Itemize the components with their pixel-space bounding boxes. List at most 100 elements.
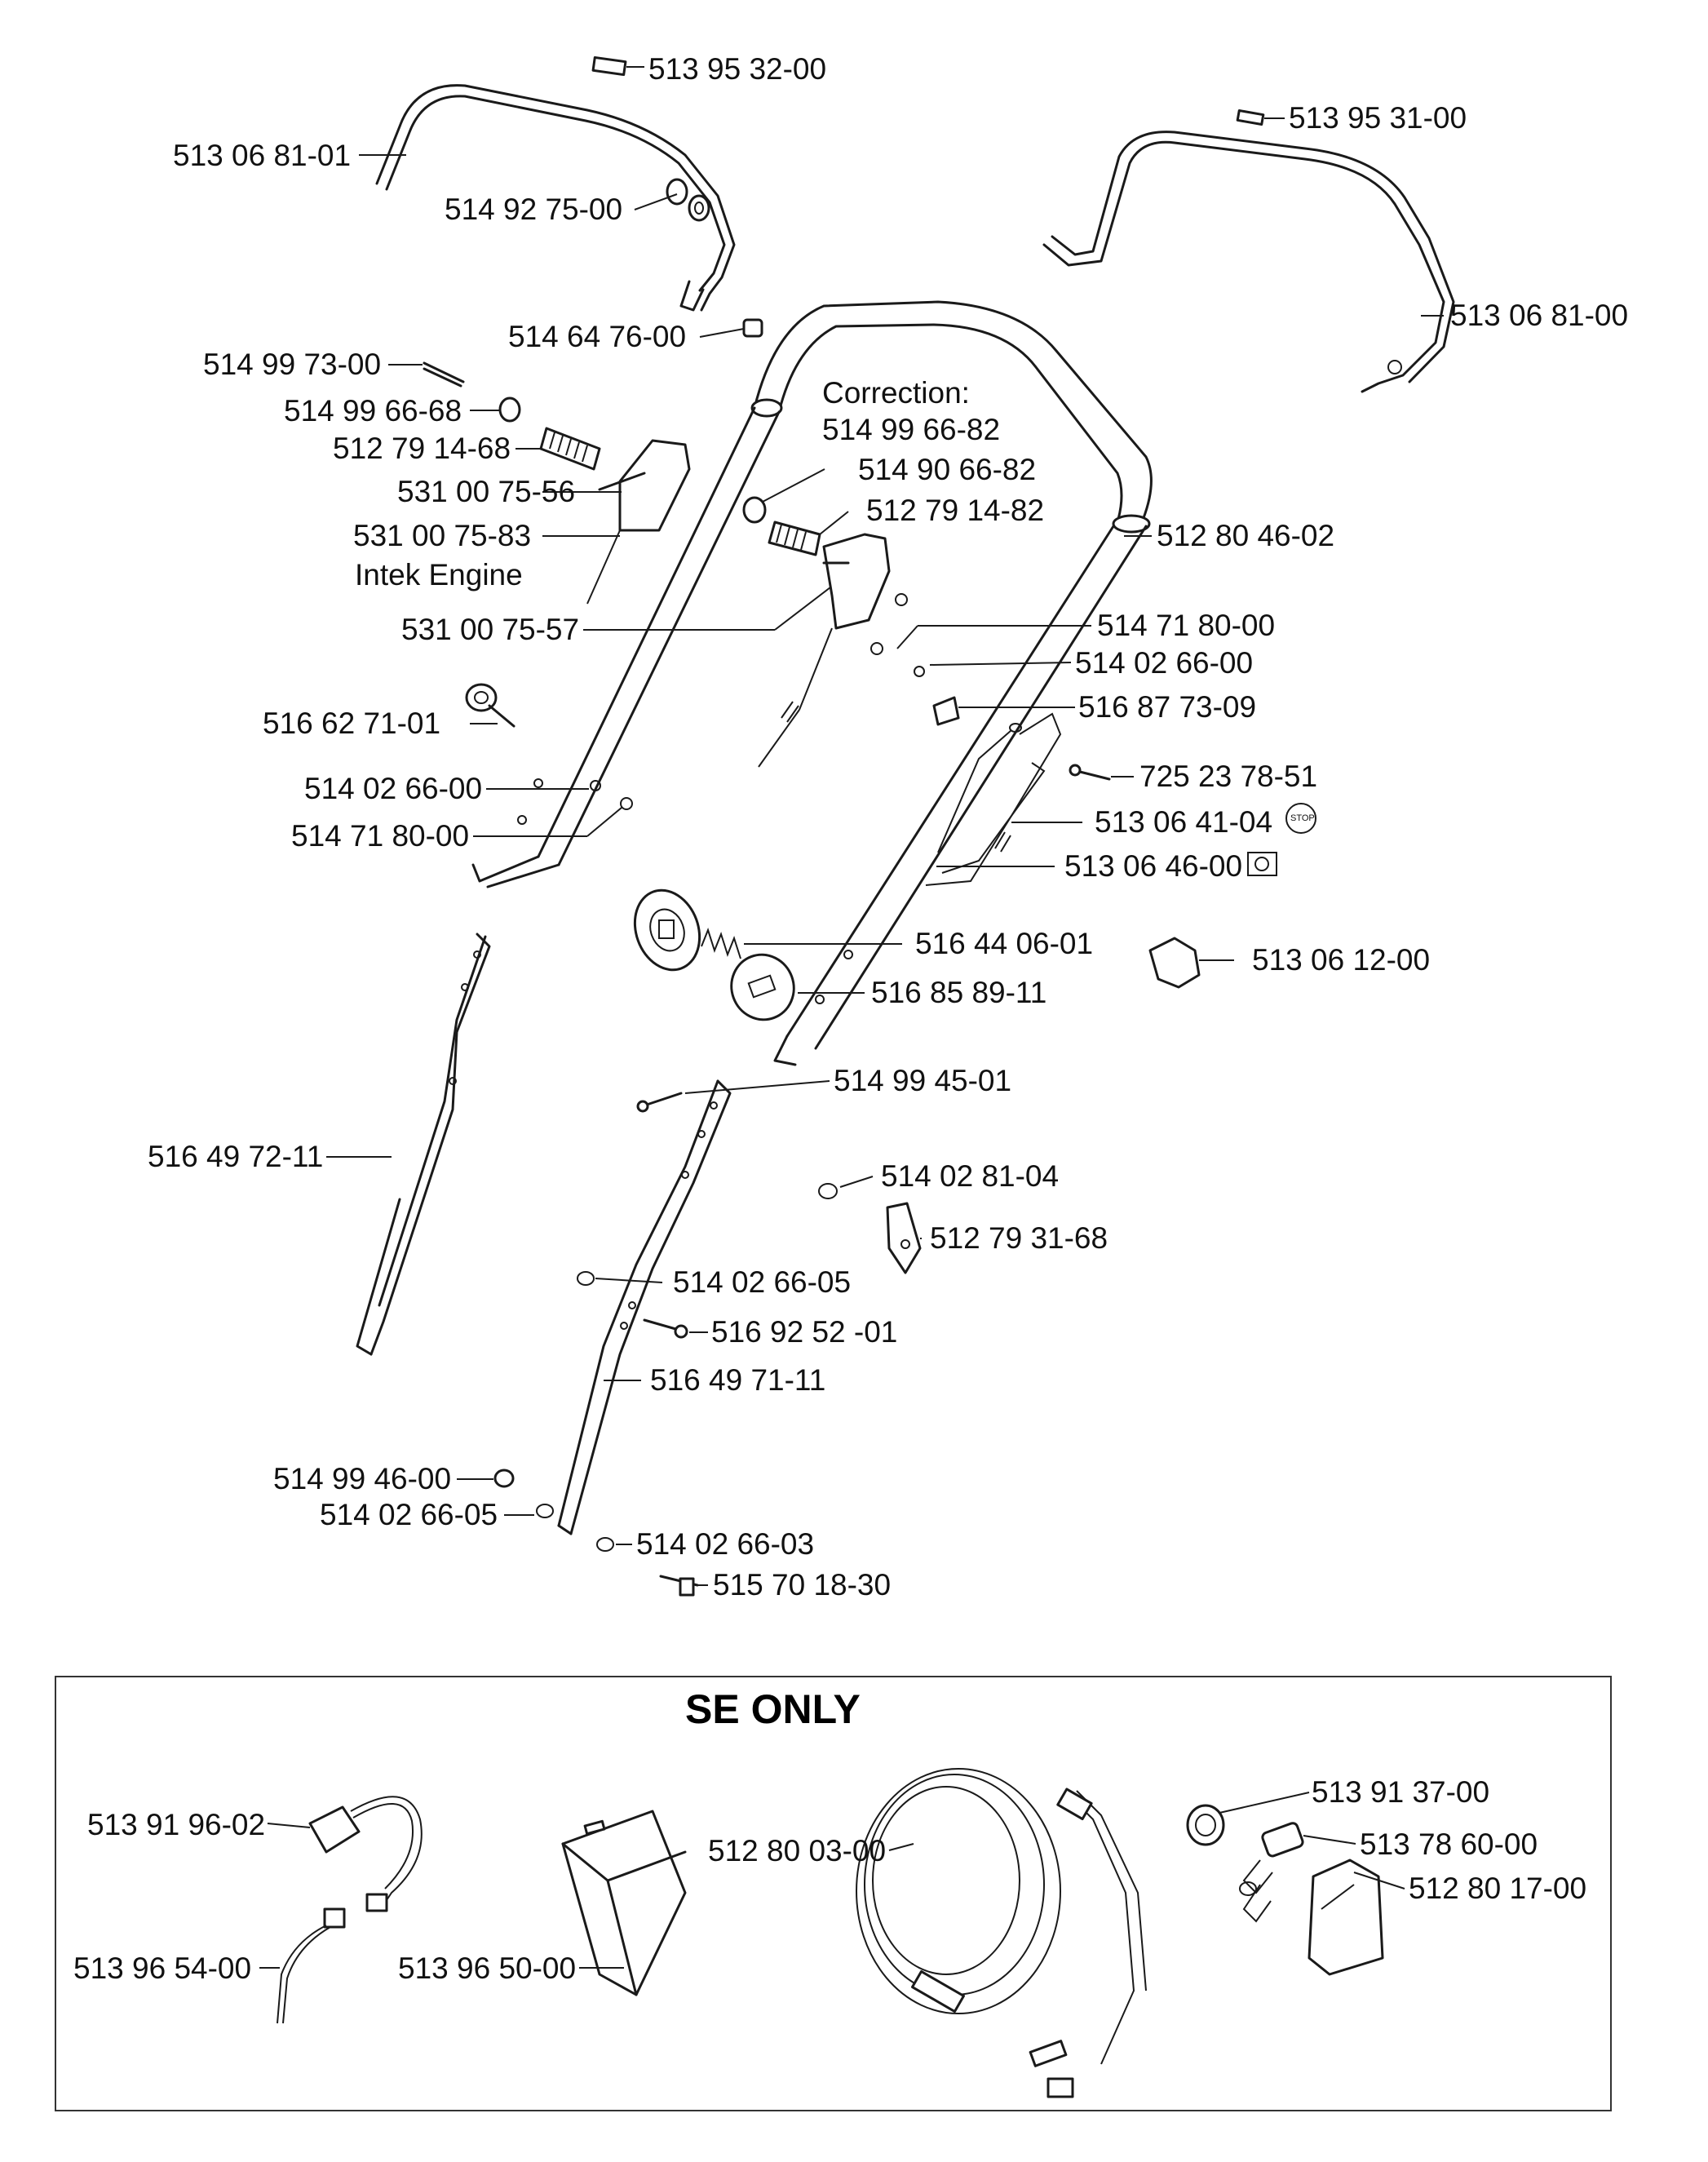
label-512-79-14-68: 512 79 14-68 (333, 432, 511, 465)
lower-handle-right-part (557, 1079, 732, 1535)
battery-part (561, 1810, 687, 1996)
lower-handle-left-part (356, 933, 491, 1356)
upper-handle-right-part (1042, 109, 1455, 393)
nut-part-2 (870, 642, 883, 655)
grommet-part (1186, 1804, 1225, 1846)
label-514-99-66-68: 514 99 66-68 (284, 394, 462, 428)
label-531-00-75-83: 531 00 75-83 (353, 519, 532, 552)
label-531-00-75-57: 531 00 75-57 (401, 613, 580, 646)
screw-part (1069, 764, 1111, 781)
wiring-harness-part (856, 1768, 1147, 2098)
se-only-title: SE ONLY (685, 1686, 861, 1732)
stop-badge-text: STOP (1290, 813, 1315, 823)
switch-cover-part (1308, 1859, 1384, 1976)
ignition-switch-part (1239, 1822, 1304, 1923)
label-513-96-54-00: 513 96 54-00 (73, 1952, 252, 1985)
nut-46-part (493, 1469, 515, 1488)
label-513-06-46-00: 513 06 46-00 (1064, 849, 1243, 883)
wedge-hole (900, 1239, 910, 1249)
label-514-02-66-05-bottom: 514 02 66-05 (320, 1498, 498, 1531)
cable-guide-part (1148, 937, 1201, 989)
label-725-23-78-51: 725 23 78-51 (1139, 760, 1318, 793)
label-513-91-37-00: 513 91 37-00 (1312, 1775, 1490, 1809)
label-513-95-31-00: 513 95 31-00 (1289, 101, 1467, 135)
label-531-00-75-56: 531 00 75-56 (397, 475, 576, 508)
spring-part (701, 928, 741, 959)
label-514-02-66-00: 514 02 66-00 (1075, 646, 1254, 680)
throttle-control-part (586, 439, 691, 605)
nut-left-part (620, 797, 633, 810)
throttle-grip-82-part (768, 521, 821, 556)
knob-cap-part (498, 397, 521, 423)
label-514-92-75-00: 514 92 75-00 (445, 193, 623, 226)
label-513-78-60-00: 513 78 60-00 (1360, 1828, 1538, 1861)
label-514-99-73-00: 514 99 73-00 (203, 348, 382, 381)
battery-plug-part (308, 1796, 423, 1912)
screw-52-part (643, 1318, 688, 1339)
handle-knob-part (633, 888, 701, 972)
label-513-95-32-00: 513 95 32-00 (648, 52, 827, 86)
spacer-part (666, 178, 710, 222)
engine-speed-icon-sun (1254, 857, 1269, 871)
washer-03-part (596, 1537, 614, 1552)
label-513-06-81-01: 513 06 81-01 (173, 139, 352, 172)
cable-clip-part (932, 696, 960, 726)
stop-sign-icon (1285, 803, 1316, 834)
label-514-99-45-01: 514 99 45-01 (834, 1064, 1012, 1097)
throttle-control-57-part (758, 533, 891, 768)
label-514-71-80-00: 514 71 80-00 (1097, 609, 1276, 642)
engine-speed-icon (1247, 852, 1277, 876)
main-handle-part (471, 300, 1153, 1066)
nut-part (895, 593, 908, 606)
label-514-64-76-00: 514 64 76-00 (508, 320, 687, 353)
label-512-79-31-68: 512 79 31-68 (930, 1221, 1108, 1255)
label-516-87-73-09: 516 87 73-09 (1078, 690, 1257, 724)
bolt-45-part (636, 1092, 683, 1113)
label-516-85-89-11: 516 85 89-11 (871, 976, 1047, 1009)
bolt-part (423, 361, 465, 388)
label-correction: Correction: (822, 376, 970, 410)
label-516-62-71-01: 516 62 71-01 (263, 707, 441, 740)
label-512-79-14-82: 512 79 14-82 (866, 494, 1045, 527)
leader-lines (326, 66, 1444, 1586)
label-512-80-17-00: 512 80 17-00 (1409, 1872, 1587, 1905)
cap-part (742, 318, 763, 338)
label-513-06-81-00: 513 06 81-00 (1450, 299, 1629, 332)
label-514-99-46-00: 514 99 46-00 (273, 1462, 452, 1495)
bolt-30-part (659, 1575, 699, 1597)
label-516-49-72-11: 516 49 72-11 (148, 1140, 324, 1173)
label-516-44-06-01: 516 44 06-01 (915, 927, 1094, 960)
label-512-80-03-00: 512 80 03-00 (708, 1834, 887, 1867)
knob-cap-82-part (742, 496, 767, 524)
eye-bolt-part (465, 683, 515, 728)
se-leader-lines (259, 1792, 1405, 1969)
se-only-box (55, 1676, 1612, 2111)
label-514-02-66-03: 514 02 66-03 (636, 1527, 815, 1561)
label-515-70-18-30: 515 70 18-30 (713, 1568, 892, 1602)
label-514-02-81-04: 514 02 81-04 (881, 1159, 1060, 1193)
label-513-06-12-00: 513 06 12-00 (1252, 943, 1431, 977)
label-516-92-52-01: 516 92 52 -01 (711, 1315, 898, 1349)
label-514-71-80-00-left: 514 71 80-00 (291, 819, 470, 853)
label-512-80-46-02: 512 80 46-02 (1157, 519, 1335, 552)
knob-nut-part (730, 953, 795, 1021)
washer-left-part (590, 780, 601, 791)
label-intek-engine: Intek Engine (355, 558, 523, 591)
wedge-part (886, 1202, 922, 1274)
label-514-99-66-82: 514 99 66-82 (822, 413, 1001, 446)
washer-05-part (577, 1271, 595, 1286)
label-514-90-66-82: 514 90 66-82 (858, 453, 1037, 486)
throttle-grip-part (539, 427, 601, 471)
label-513-06-41-04: 513 06 41-04 (1095, 805, 1273, 839)
label-516-49-71-11: 516 49 71-11 (650, 1363, 826, 1397)
upper-handle-left-part (375, 55, 736, 312)
washer-05b-part (536, 1504, 554, 1518)
washer-81-part (818, 1183, 838, 1199)
washer-part (914, 666, 925, 677)
label-513-91-96-02: 513 91 96-02 (87, 1808, 266, 1841)
label-514-02-66-05: 514 02 66-05 (673, 1265, 852, 1299)
label-513-96-50-00: 513 96 50-00 (398, 1952, 577, 1985)
battery-wire-part (277, 1907, 346, 2024)
label-514-02-66-00-left: 514 02 66-00 (304, 772, 483, 805)
